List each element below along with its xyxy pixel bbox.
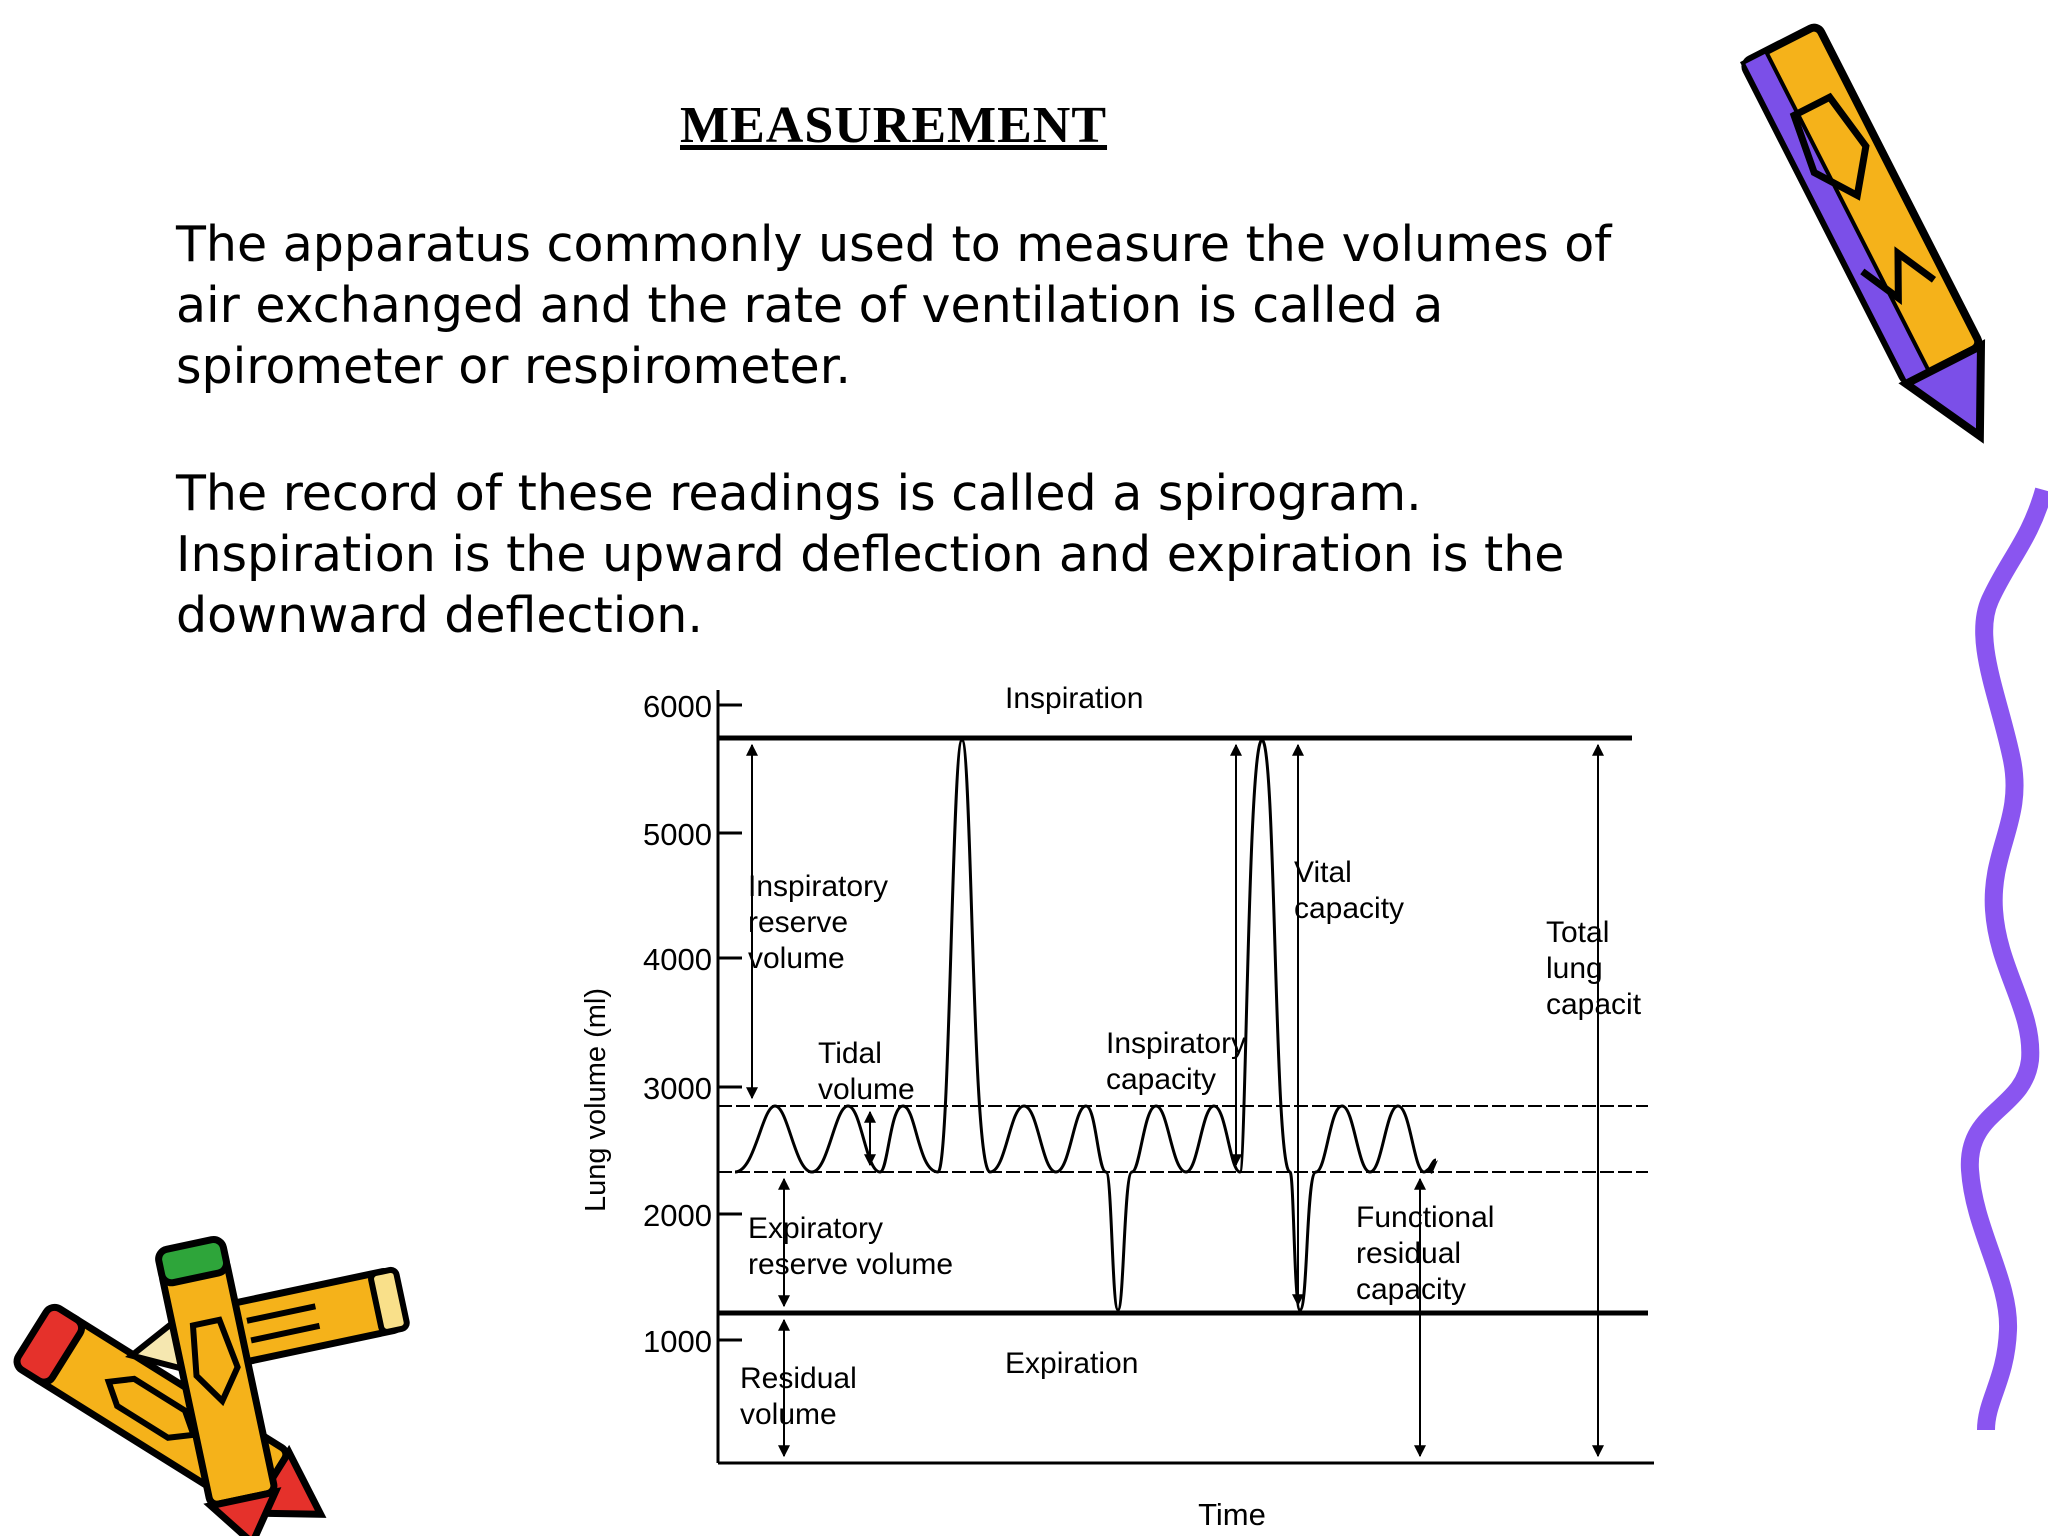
- erv-label-1: Expiratory: [748, 1212, 883, 1245]
- irv-label-2: reserve: [748, 906, 848, 939]
- y-tick-4000: 4000: [643, 942, 712, 977]
- rv-label-1: Residual: [740, 1362, 857, 1395]
- irv-label-3: volume: [748, 942, 845, 975]
- top-label-inspiration: Inspiration: [1005, 682, 1143, 715]
- erv-label-2: reserve volume: [748, 1248, 953, 1281]
- bottom-label-expiration: Expiration: [1005, 1347, 1138, 1380]
- y-axis-ticks: [718, 703, 742, 1342]
- slide-title: MEASUREMENT: [680, 97, 1108, 154]
- y-tick-2000: 2000: [643, 1198, 712, 1233]
- trace-end-arrow: [1425, 1160, 1438, 1174]
- y-axis-label: Lung volume (ml): [580, 988, 612, 1212]
- tidal-label-2: volume: [818, 1073, 915, 1106]
- pencil-bottom-3-icon: [155, 1236, 282, 1536]
- irv-label-1: Inspiratory: [748, 870, 888, 903]
- paragraph-spirometer: The apparatus commonly used to measure t…: [176, 216, 1612, 395]
- spirogram-trace: [734, 738, 1437, 1312]
- ic-label-1: Inspiratory: [1106, 1027, 1246, 1060]
- vital-label-2: capacity: [1294, 892, 1404, 925]
- tlc-label-1: Total: [1546, 916, 1609, 949]
- frc-label-1: Functional: [1356, 1201, 1494, 1234]
- tlc-label-2: lung: [1546, 952, 1603, 985]
- tlc-label-3: capacit: [1546, 988, 1642, 1021]
- ic-label-2: capacity: [1106, 1063, 1216, 1096]
- paragraph-spirogram: The record of these readings is called a…: [176, 463, 1656, 646]
- squiggle-decoration: [1960, 487, 2048, 1431]
- paragraph-spirogram-line1: The record of these readings is called a…: [176, 465, 1422, 522]
- frc-label-2: residual: [1356, 1237, 1461, 1270]
- paragraph-spirogram-line2: Inspiration is the upward deflection and…: [176, 526, 1565, 644]
- rv-label-2: volume: [740, 1398, 837, 1431]
- tidal-label-1: Tidal: [818, 1037, 882, 1070]
- vital-label-1: Vital: [1294, 856, 1352, 889]
- y-tick-3000: 3000: [643, 1071, 712, 1106]
- pencil-top-right-icon: [1740, 23, 1986, 444]
- x-axis-label: Time: [1198, 1497, 1266, 1532]
- frc-label-3: capacity: [1356, 1273, 1466, 1306]
- y-tick-5000: 5000: [643, 817, 712, 852]
- y-tick-1000: 1000: [643, 1324, 712, 1359]
- y-tick-6000: 6000: [643, 689, 712, 724]
